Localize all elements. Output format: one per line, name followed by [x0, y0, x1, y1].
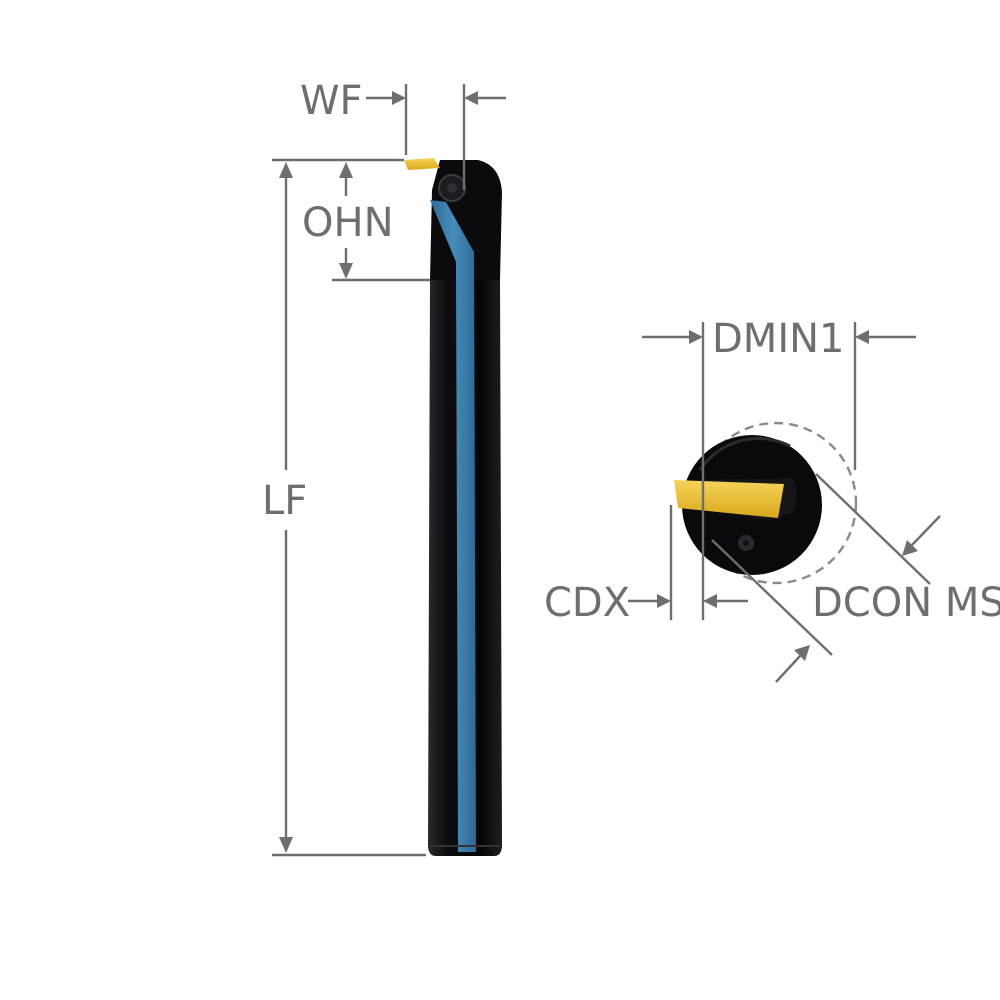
clamp-screw-icon	[438, 174, 466, 202]
label-cdx: CDX	[544, 580, 630, 626]
dimension-lines-side	[272, 84, 506, 857]
tool-end-view	[674, 421, 858, 585]
min-bore-circle	[694, 421, 858, 585]
dimension-lines-end	[628, 322, 941, 683]
coolant-channel	[430, 200, 476, 852]
label-lf: LF	[262, 478, 307, 524]
label-wf: WF	[300, 78, 363, 124]
label-dcon-ms: DCON MS	[812, 580, 1000, 626]
tool-side-view	[404, 158, 502, 856]
cutting-insert	[404, 158, 440, 170]
label-dmin1: DMIN1	[712, 316, 844, 362]
end-view-insert	[674, 480, 784, 518]
end-screw-icon	[738, 535, 754, 551]
label-ohn: OHN	[302, 200, 393, 246]
